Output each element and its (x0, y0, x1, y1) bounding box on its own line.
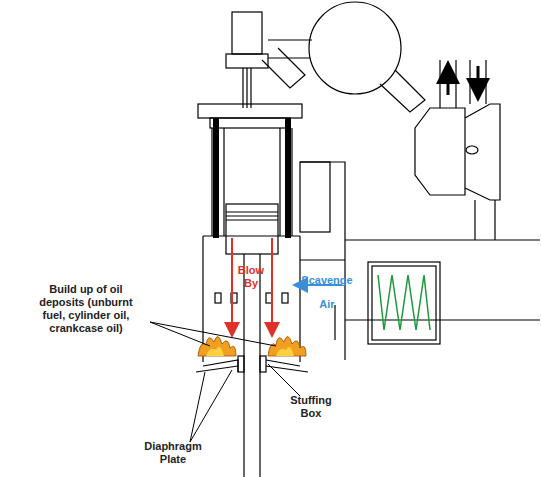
part-label: Stuffing Box (283, 394, 339, 420)
stud (213, 118, 219, 238)
scavenge-air-label: Scavenge Air (300, 268, 354, 316)
blow-by-label: Blow By (234, 264, 268, 290)
deposit-note: Build up of oil deposits (unburnt fuel, … (30, 283, 142, 335)
cooler-coil (378, 275, 430, 330)
leader-line (150, 322, 300, 442)
flame (268, 336, 306, 356)
stud (285, 118, 291, 238)
flow-arrow (447, 72, 450, 95)
blow-by-arrow (271, 238, 273, 330)
part-label: Diaphragm Plate (140, 440, 206, 466)
blow-by-arrow (231, 238, 233, 330)
flow-arrow (477, 66, 480, 90)
flame (198, 336, 236, 356)
